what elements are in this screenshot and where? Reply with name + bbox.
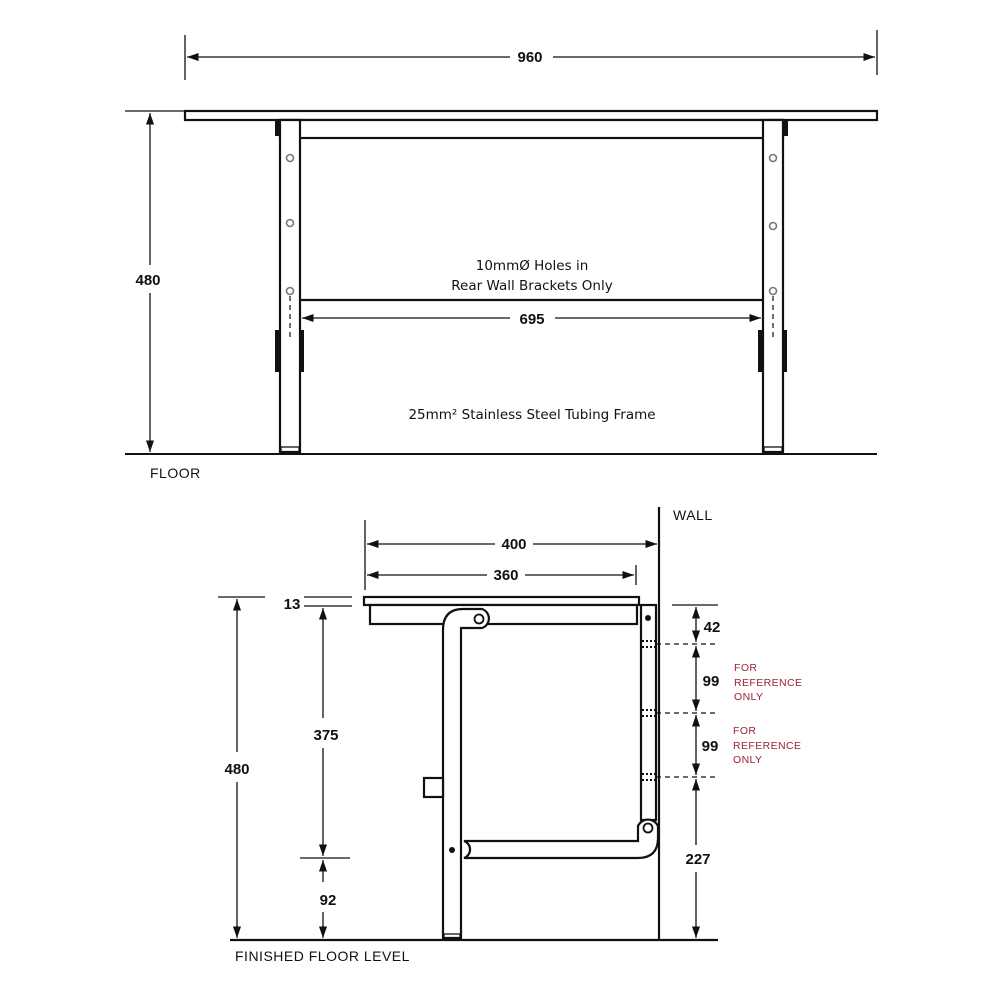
dim-bracket-bottom: 227 [685, 851, 710, 868]
dim-seat-thickness: 13 [284, 596, 301, 613]
reference-note-1: FOR REFERENCE ONLY [734, 662, 802, 703]
seat-top [362, 595, 641, 607]
wall-bracket [758, 330, 763, 372]
floor-label: FINISHED FLOOR LEVEL [235, 948, 410, 964]
leg-foot [443, 933, 461, 940]
front-view: 960 480 695 10mmØ [125, 30, 879, 481]
left-leg [278, 118, 302, 454]
right-foot [763, 446, 783, 453]
left-foot [280, 446, 300, 453]
floor-label: FLOOR [150, 465, 201, 481]
dim-bracket-spacing: 99 [702, 738, 719, 755]
rivet [449, 847, 455, 853]
dim-seat-to-bar: 375 [313, 727, 338, 744]
side-view: WALL FINISHED FLOOR LEVEL 400 360 13 480… [218, 507, 802, 964]
support-bar [463, 818, 660, 860]
right-leg [761, 118, 785, 454]
pivot-hole [473, 613, 485, 625]
svg-text:ONLY: ONLY [734, 691, 763, 703]
frame-note: 25mm² Stainless Steel Tubing Frame [408, 407, 655, 423]
leg-stop-block [422, 776, 445, 799]
wall-label: WALL [673, 507, 713, 523]
dim-bracket-spacing: 99 [703, 673, 720, 690]
pivot-hole [642, 822, 654, 834]
wall-bracket [783, 330, 787, 372]
wall-bracket [300, 330, 304, 372]
svg-text:REFERENCE: REFERENCE [734, 677, 802, 689]
seat-frame [368, 603, 639, 626]
dim-inner-width: 695 [519, 311, 544, 328]
bracket [783, 120, 788, 136]
dim-depth-seat: 360 [493, 567, 518, 584]
dim-height: 480 [135, 272, 160, 289]
front-leg [441, 607, 490, 940]
mounting-holes [285, 153, 778, 296]
wall-bracket [275, 330, 280, 372]
rivet [645, 615, 651, 621]
holes-note-line1: 10mmØ Holes in [476, 258, 589, 274]
dim-overall-width: 960 [517, 49, 542, 66]
holes-note-line2: Rear Wall Brackets Only [451, 278, 612, 294]
dim-depth-overall: 400 [501, 536, 526, 553]
rear-wall-bracket [639, 603, 658, 822]
svg-text:REFERENCE: REFERENCE [733, 740, 801, 752]
top-rail [278, 118, 785, 140]
svg-text:FOR: FOR [733, 725, 756, 737]
reference-note-2: FOR REFERENCE ONLY [733, 725, 801, 766]
svg-text:FOR: FOR [734, 662, 757, 674]
table-top [183, 109, 879, 122]
bracket [275, 120, 280, 136]
dim-bracket-top: 42 [704, 619, 721, 636]
svg-text:ONLY: ONLY [733, 754, 762, 766]
dim-bar-height: 92 [320, 892, 337, 909]
dim-height: 480 [224, 761, 249, 778]
